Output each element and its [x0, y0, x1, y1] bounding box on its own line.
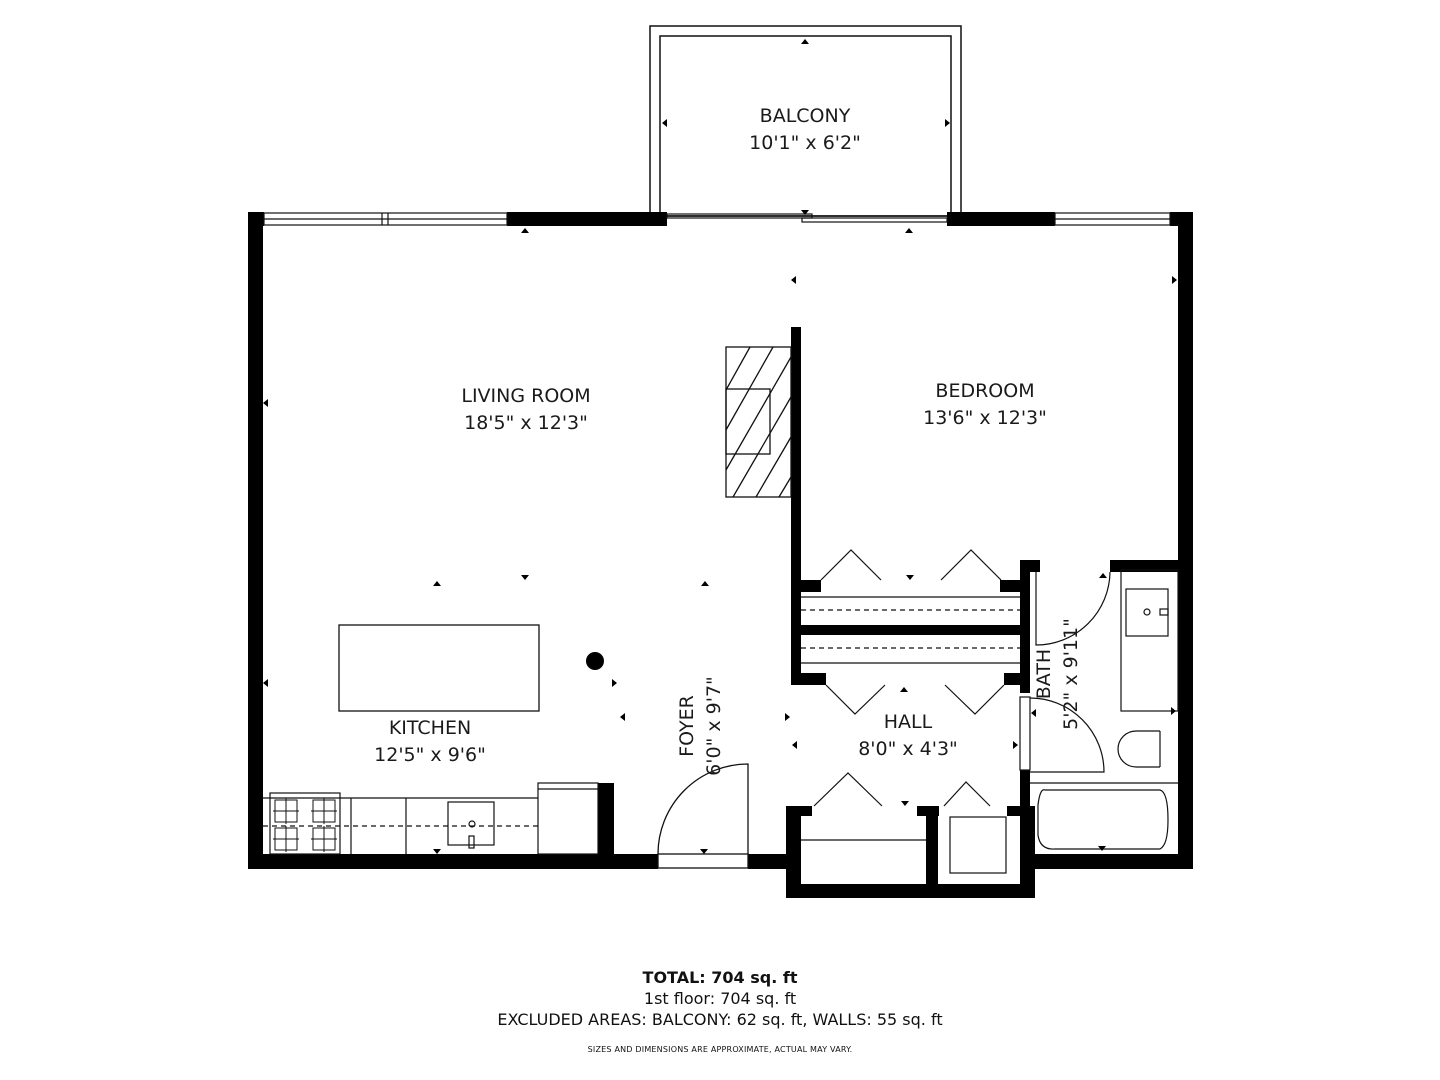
- room-label-bedroom: BEDROOM 13'6" x 12'3": [885, 378, 1085, 432]
- room-name: BATH: [1033, 648, 1055, 700]
- room-dimensions: 10'1" x 6'2": [749, 132, 861, 154]
- walls: [248, 212, 1193, 898]
- room-dimensions: 6'0" x 9'7": [703, 676, 725, 776]
- balcony-railing: [649, 25, 962, 217]
- room-label-kitchen: KITCHEN 12'5" x 9'6": [330, 715, 530, 769]
- room-dimensions: 5'2" x 9'11": [1060, 618, 1082, 730]
- fireplace: [725, 346, 792, 498]
- room-dimensions: 12'5" x 9'6": [374, 744, 486, 766]
- room-label-foyer: FOYER 6'0" x 9'7": [674, 626, 728, 826]
- floor-area: 1st floor: 704 sq. ft: [643, 989, 797, 1008]
- room-dimensions: 13'6" x 12'3": [923, 407, 1047, 429]
- room-label-balcony: BALCONY 10'1" x 6'2": [705, 103, 905, 157]
- measurement-markers: [263, 39, 1177, 854]
- room-label-hall: HALL 8'0" x 4'3": [808, 709, 1008, 763]
- bath-fixtures: [1019, 569, 1179, 850]
- column-dot: [586, 652, 604, 670]
- room-dimensions: 8'0" x 4'3": [858, 738, 958, 760]
- excluded-areas: EXCLUDED AREAS: BALCONY: 62 sq. ft, WALL…: [497, 1010, 943, 1029]
- room-name: BALCONY: [759, 105, 851, 127]
- room-label-living-room: LIVING ROOM 18'5" x 12'3": [426, 383, 626, 437]
- room-name: LIVING ROOM: [461, 385, 591, 407]
- kitchen-counter: [263, 782, 599, 855]
- room-dimensions: 18'5" x 12'3": [464, 412, 588, 434]
- room-label-bath: BATH 5'2" x 9'11": [1031, 574, 1085, 774]
- entry-door: [657, 763, 749, 869]
- total-area: TOTAL: 704 sq. ft: [642, 968, 798, 987]
- windows: [263, 212, 1171, 226]
- sliding-door: [666, 213, 948, 223]
- room-name: BEDROOM: [935, 380, 1035, 402]
- disclaimer: SIZES AND DIMENSIONS ARE APPROXIMATE, AC…: [587, 1045, 853, 1054]
- closets: [801, 549, 1020, 874]
- room-name: HALL: [883, 711, 933, 733]
- stove-burners: [273, 798, 337, 852]
- kitchen-island: [338, 624, 540, 712]
- room-name: KITCHEN: [388, 717, 472, 739]
- room-name: FOYER: [676, 695, 698, 757]
